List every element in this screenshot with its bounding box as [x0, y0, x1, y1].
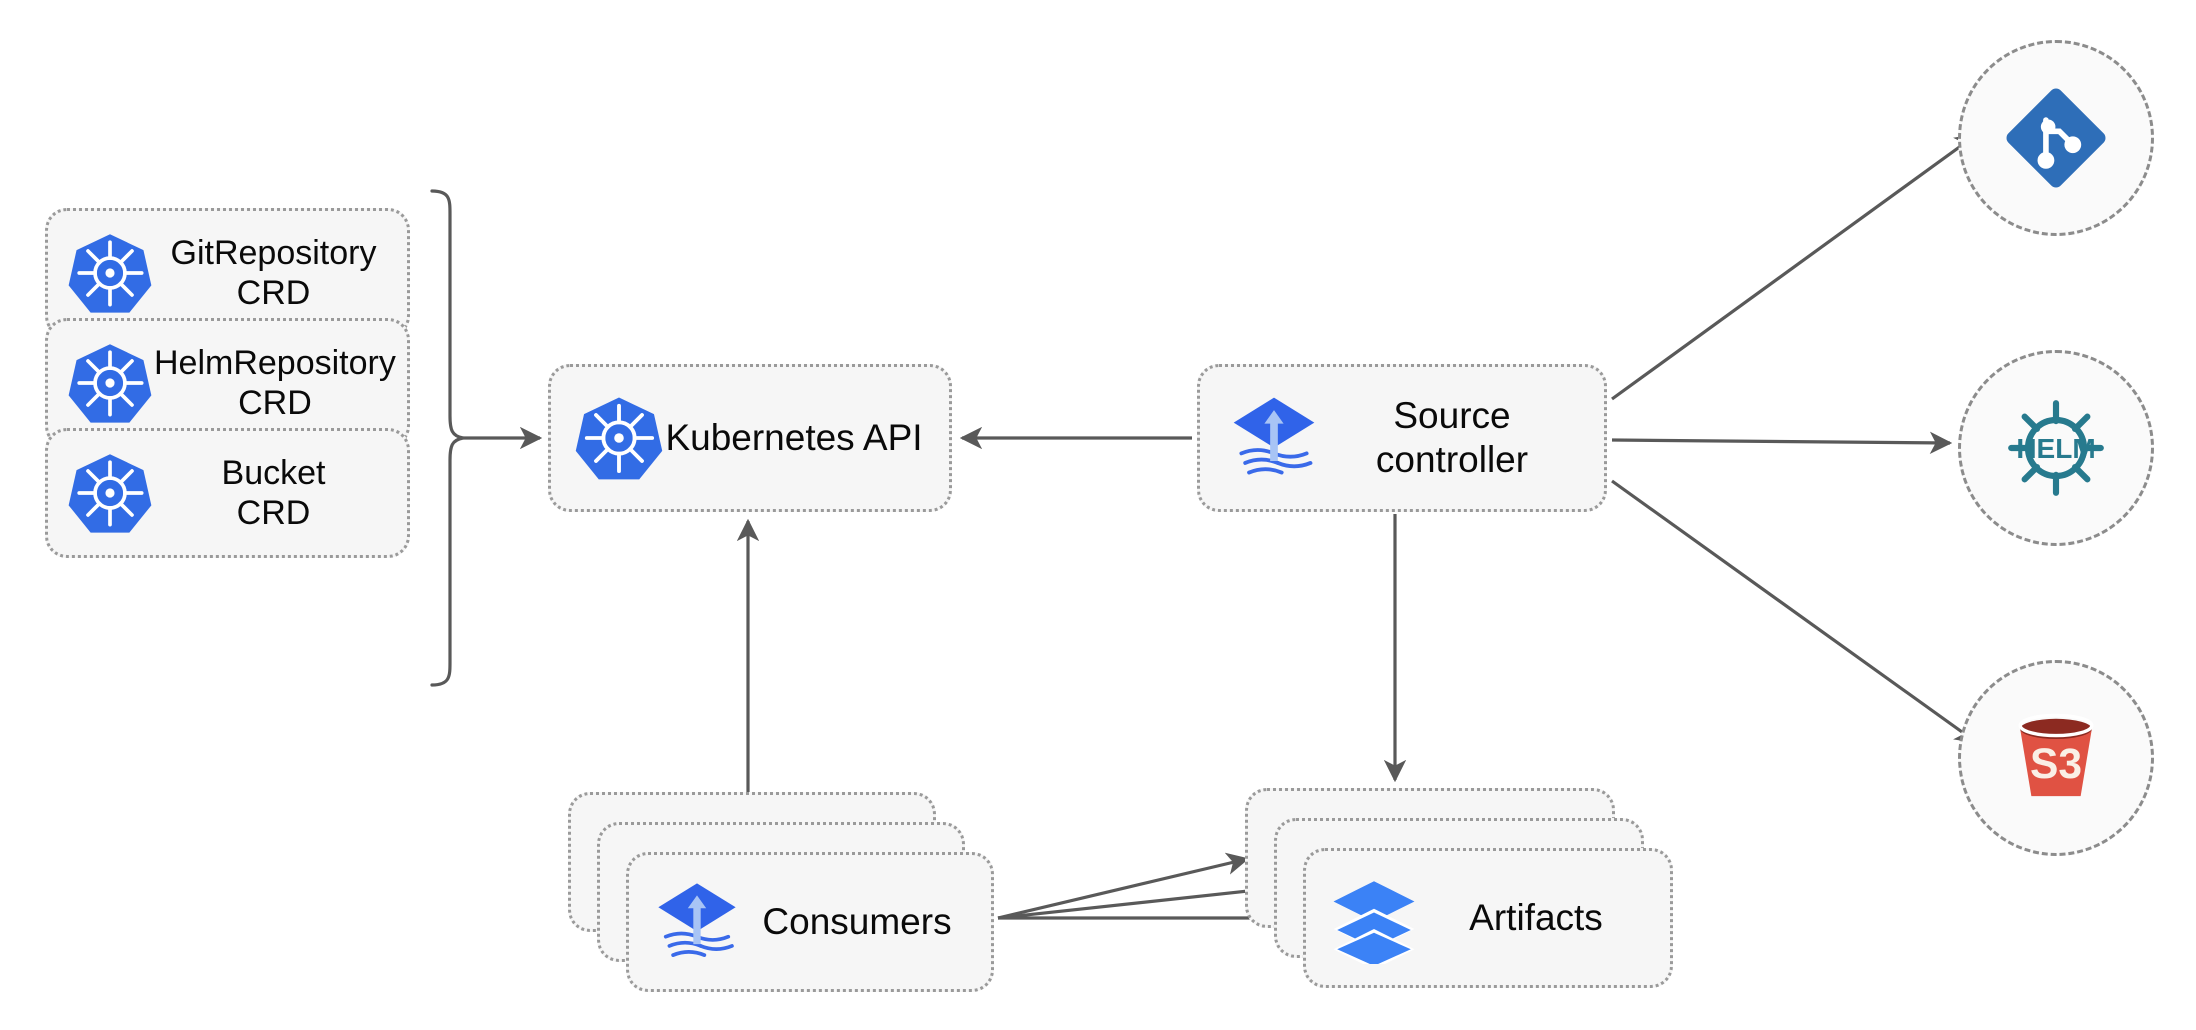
flux-icon — [1226, 390, 1322, 486]
node-git-source[interactable] — [1958, 40, 2154, 236]
edge-source-controller-to-git — [1611, 133, 1978, 401]
s3-wordmark: S3 — [2030, 740, 2082, 788]
node-label: Source controller — [1375, 395, 1529, 480]
node-consumers[interactable]: Consumers — [626, 852, 994, 992]
node-bucket-crd[interactable]: Bucket CRD — [45, 428, 410, 558]
s3-icon: S3 — [2000, 702, 2112, 814]
layers-icon — [1328, 872, 1420, 964]
kubernetes-icon — [573, 392, 665, 484]
edge-source-controller-to-helm — [1611, 431, 1953, 455]
kubernetes-icon — [66, 339, 154, 427]
node-label: GitRepository CRD — [170, 233, 377, 312]
crd-group-bracket — [430, 189, 465, 687]
kubernetes-icon — [66, 449, 154, 537]
node-artifacts[interactable]: Artifacts — [1303, 848, 1673, 988]
kubernetes-icon — [66, 229, 154, 317]
node-label: Consumers — [762, 901, 952, 943]
node-source-controller[interactable]: Source controller — [1197, 364, 1607, 512]
edge-consumers-to-artifacts-1 — [997, 852, 1250, 920]
node-kubernetes-api[interactable]: Kubernetes API — [548, 364, 952, 512]
edge-source-controller-to-s3 — [1611, 479, 1978, 744]
node-label: Artifacts — [1469, 897, 1603, 939]
flux-icon — [651, 876, 743, 968]
helm-icon: HELM — [2000, 392, 2112, 504]
node-label: Kubernetes API — [665, 417, 923, 459]
node-label: HelmRepository CRD — [154, 343, 396, 422]
helm-wordmark: HELM — [2016, 433, 2095, 464]
git-icon — [2000, 82, 2112, 194]
node-label: Bucket CRD — [221, 453, 326, 532]
node-helm-source[interactable]: HELM — [1958, 350, 2154, 546]
edge-consumers-to-artifacts-2 — [997, 879, 1279, 920]
node-gitrepository-crd[interactable]: GitRepository CRD — [45, 208, 410, 338]
node-s3-source[interactable]: S3 — [1958, 660, 2154, 856]
